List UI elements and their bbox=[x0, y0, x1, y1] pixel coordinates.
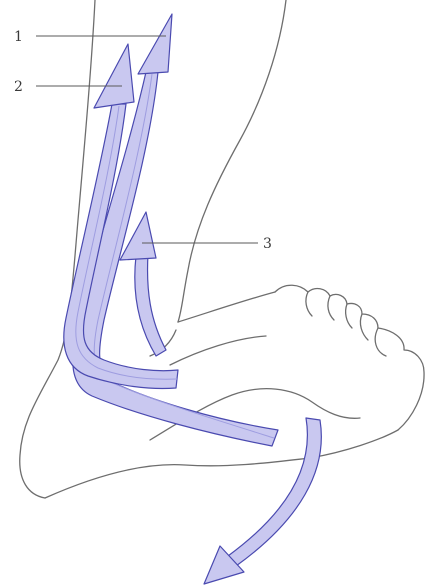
arrow-1-head bbox=[138, 14, 172, 74]
toes-contour bbox=[275, 285, 424, 430]
sole-contour bbox=[45, 430, 398, 498]
toe-crease-2 bbox=[328, 296, 334, 320]
foot-dorsum-contour bbox=[178, 292, 275, 322]
toe-crease-3 bbox=[346, 304, 352, 328]
label-1: 1 bbox=[14, 29, 23, 45]
arrow-3-band bbox=[135, 254, 166, 356]
shin-front-contour bbox=[178, 0, 286, 322]
heel-crease bbox=[170, 336, 266, 365]
arrow-3 bbox=[120, 212, 166, 356]
toe-crease-1 bbox=[306, 292, 312, 316]
label-2: 2 bbox=[14, 79, 23, 95]
toe-crease-5 bbox=[375, 328, 386, 356]
label-3: 3 bbox=[263, 236, 272, 252]
toe-crease-4 bbox=[360, 314, 368, 340]
arrow-2-head bbox=[94, 44, 134, 108]
arrow-1-band bbox=[73, 72, 278, 446]
